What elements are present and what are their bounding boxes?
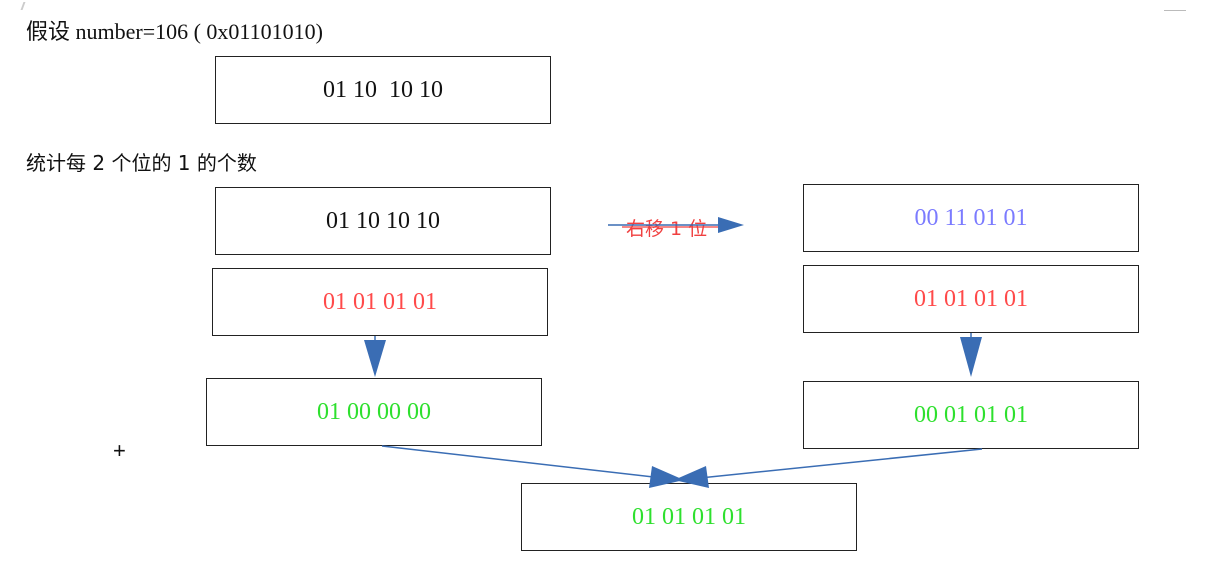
original-value-text: 01 10 10 10	[323, 76, 443, 103]
right-shifted-text: 00 11 01 01	[914, 204, 1028, 231]
right-shifted-box: 00 11 01 01	[803, 184, 1139, 252]
left-top-box: 01 10 10 10	[215, 187, 551, 255]
sum-result-box: 01 01 01 01	[521, 483, 857, 551]
corner-page-mark	[1164, 0, 1186, 11]
shift-arrow-head	[718, 217, 744, 233]
title-line: 假设 number=106 ( 0x01101010)	[26, 19, 323, 44]
left-down-arrow-head	[364, 340, 386, 377]
right-down-arrow-head	[960, 337, 982, 377]
left-merge-arrow-line	[381, 445, 663, 479]
left-top-text: 01 10 10 10	[326, 207, 440, 234]
left-result-box: 01 00 00 00	[206, 378, 542, 446]
left-mask-text: 01 01 01 01	[323, 288, 437, 315]
right-mask-text: 01 01 01 01	[914, 285, 1028, 312]
right-result-text: 00 01 01 01	[914, 401, 1028, 428]
right-merge-arrow-line	[699, 448, 983, 479]
right-result-box: 00 01 01 01	[803, 381, 1139, 449]
subtitle-line: 统计每 2 个位的 1 的个数	[26, 151, 257, 175]
plus-sign: +	[113, 438, 126, 463]
left-merge-arrow-head	[649, 466, 684, 488]
shift-right-label: 右移 1 位	[626, 218, 708, 240]
right-mask-box: 01 01 01 01	[803, 265, 1139, 333]
left-mask-box: 01 01 01 01	[212, 268, 548, 336]
left-result-text: 01 00 00 00	[317, 398, 431, 425]
sum-result-text: 01 01 01 01	[632, 503, 746, 530]
right-merge-arrow-head	[674, 466, 709, 488]
original-value-box: 01 10 10 10	[215, 56, 551, 124]
